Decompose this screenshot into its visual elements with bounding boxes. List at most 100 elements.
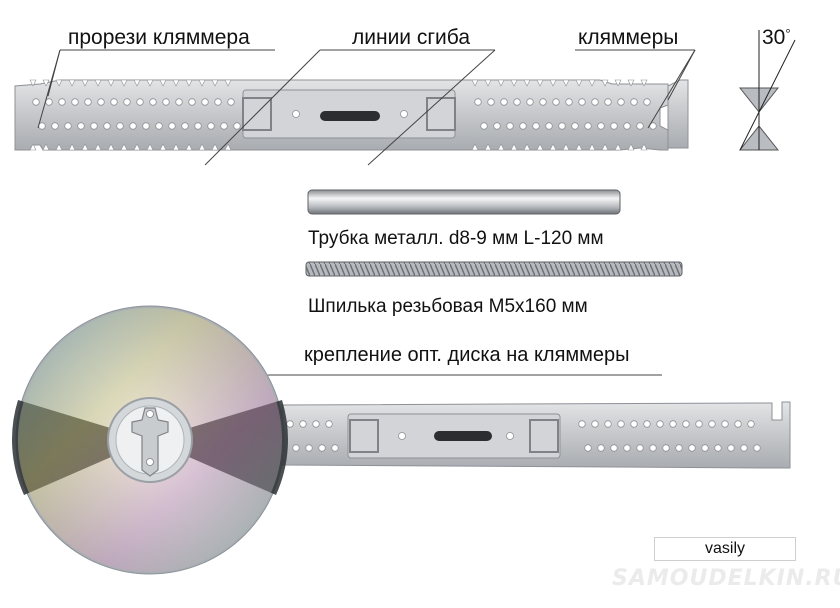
top-clip-strip	[14, 79, 689, 151]
strip-hole	[636, 122, 644, 130]
strip-hole	[604, 420, 612, 428]
strip-hole	[643, 98, 651, 106]
label-clips: кляммеры	[578, 26, 679, 49]
strip-hole	[617, 98, 625, 106]
strip-hole	[136, 98, 144, 106]
signature-box: vasily	[654, 537, 796, 561]
strip-hole	[649, 444, 657, 452]
bottom-clip-strip	[281, 401, 791, 469]
strip-hole	[149, 98, 157, 106]
label-tube: Трубка металл. d8-9 мм L-120 мм	[308, 228, 604, 249]
strip-hole	[558, 122, 566, 130]
strip-hole	[747, 420, 755, 428]
top-strip-notches	[29, 79, 648, 151]
strip-hole	[636, 444, 644, 452]
metal-tube	[307, 189, 621, 215]
strip-hole	[513, 98, 521, 106]
strip-hole	[58, 98, 66, 106]
strip-hole	[493, 122, 501, 130]
strip-hole	[97, 98, 105, 106]
strip-notch	[627, 79, 635, 151]
strip-hole	[325, 420, 333, 428]
strip-notch	[198, 79, 206, 151]
strip-notch	[614, 79, 622, 151]
signature-text: vasily	[704, 540, 745, 557]
bottom-strip-left-bracket	[349, 419, 379, 453]
strip-hole	[623, 122, 631, 130]
angle-ray-line	[739, 39, 796, 151]
strip-hole	[233, 122, 241, 130]
strip-notch	[107, 79, 115, 151]
strip-hole	[688, 444, 696, 452]
top-strip-center-slot	[320, 111, 380, 121]
strip-hole	[207, 122, 215, 130]
strip-hole	[162, 98, 170, 106]
strip-notch	[523, 79, 531, 151]
strip-notch	[588, 79, 596, 151]
strip-hole	[77, 122, 85, 130]
strip-hole	[701, 444, 709, 452]
strip-hole	[51, 122, 59, 130]
label-angle: 30°	[762, 26, 791, 49]
strip-hole	[591, 420, 599, 428]
strip-hole	[630, 420, 638, 428]
strip-hole	[71, 98, 79, 106]
strip-hole	[506, 122, 514, 130]
top-strip-holes	[32, 98, 657, 130]
strip-hole	[526, 98, 534, 106]
strip-hole	[695, 420, 703, 428]
strip-hole	[584, 444, 592, 452]
strip-hole	[552, 98, 560, 106]
strip-hole	[539, 98, 547, 106]
strip-hole	[175, 98, 183, 106]
strip-notch	[484, 79, 492, 151]
strip-notch	[120, 79, 128, 151]
strip-hole	[214, 98, 222, 106]
strip-hole	[591, 98, 599, 106]
strip-hole	[312, 420, 320, 428]
strip-hole	[584, 122, 592, 130]
strip-hole	[45, 98, 53, 106]
strip-notch	[510, 79, 518, 151]
strip-hole	[578, 420, 586, 428]
strip-hole	[398, 432, 406, 440]
strip-notch	[211, 79, 219, 151]
top-leader-lines	[37, 49, 696, 166]
strip-notch	[640, 79, 648, 151]
strip-notch	[471, 79, 479, 151]
top-strip-right-bracket	[426, 97, 456, 131]
strip-hole	[643, 420, 651, 428]
strip-hole	[227, 98, 235, 106]
strip-notch	[575, 79, 583, 151]
strip-hole	[318, 444, 326, 452]
strip-hole	[155, 122, 163, 130]
strip-notch	[185, 79, 193, 151]
strip-hole	[181, 122, 189, 130]
clip-mount-shape	[131, 407, 169, 477]
strip-notch	[601, 79, 609, 151]
strip-notch	[159, 79, 167, 151]
strip-hole	[32, 98, 40, 106]
strip-notch	[497, 79, 505, 151]
strip-hole	[734, 420, 742, 428]
strip-hole	[610, 122, 618, 130]
strip-hole	[753, 444, 761, 452]
bottom-strip-holes	[286, 420, 761, 452]
label-mount: крепление опт. диска на кляммеры	[304, 344, 630, 366]
bottom-strip-center-slot	[434, 431, 492, 441]
strip-notch	[68, 79, 76, 151]
strip-hole	[103, 122, 111, 130]
watermark: SAMOUDELKIN.RU	[612, 566, 840, 591]
strip-hole	[142, 122, 150, 130]
strip-hole	[506, 432, 514, 440]
clip-mount-hole-bottom	[146, 458, 154, 466]
strip-hole	[292, 444, 300, 452]
strip-hole	[116, 122, 124, 130]
optical-disc	[12, 305, 288, 575]
strip-hole	[545, 122, 553, 130]
strip-hole	[129, 122, 137, 130]
strip-notch	[133, 79, 141, 151]
label-slots: прорези кляммера	[68, 26, 250, 49]
angle-symbol	[738, 30, 796, 151]
strip-hole	[708, 420, 716, 428]
